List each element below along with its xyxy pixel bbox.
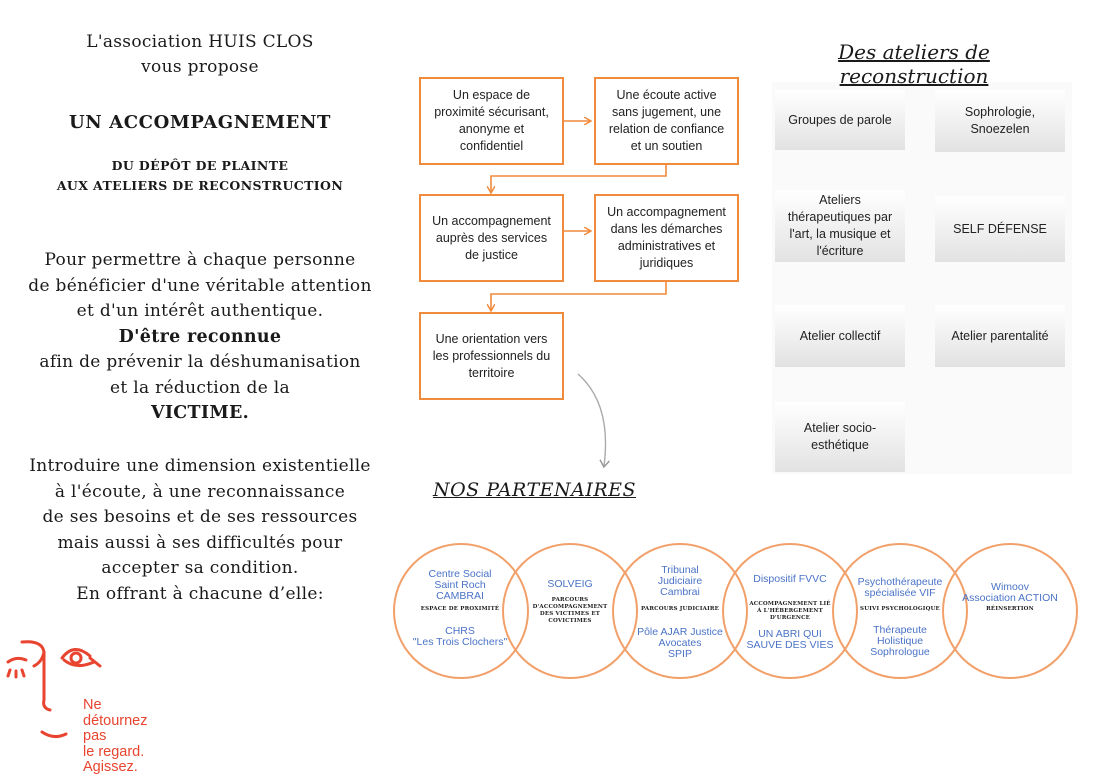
slogan-line: détournez — [83, 712, 148, 729]
partner-3-name-2: Pôle AJAR Justice Avocates SPIP — [637, 626, 723, 660]
partner-5-role: SUIVI PSYCHOLOGIQUE — [860, 606, 940, 612]
sub-title: DU DÉPÔT DE PLAINTE AUX ATELIERS DE RECO… — [0, 156, 400, 196]
partner-2-role: PARCOURS D'ACCOMPAGNEMENT DES VICTIMES E… — [532, 597, 608, 624]
partner-1-name-2: CHRS "Les Trois Clochers" — [412, 625, 508, 648]
face-logo-icon — [6, 640, 102, 739]
logo-slogan: Ne détournez pas le regard. Agissez. — [83, 697, 148, 776]
partner-4-name: Dispositif FVVC — [753, 573, 827, 585]
partner-6-name: Wimoov Association ACTION — [962, 581, 1058, 604]
para2-line: mais aussi à ses difficultés pour — [57, 532, 343, 553]
atelier-therapeutique: Ateliers thérapeutiques par l'art, la mu… — [775, 190, 905, 262]
partner-4-name-2: UN ABRI QUI SAUVE DES VIES — [746, 628, 834, 651]
partner-4-role: ACCOMPAGNEMENT LIÉ À L'HÉBERGEMENT D'URG… — [749, 601, 831, 621]
para1-line: afin de prévenir la déshumanisation — [39, 352, 361, 372]
flow-box-espace: Un espace de proximité sécurisant, anony… — [419, 77, 564, 165]
intro-block: L'association HUIS CLOS vous propose — [0, 30, 400, 80]
atelier-groupes-parole: Groupes de parole — [775, 90, 905, 150]
partner-5-name: Psychothérapeute spécialisée VIF — [857, 576, 943, 599]
slogan-line: pas — [83, 728, 107, 744]
atelier-collectif: Atelier collectif — [775, 305, 905, 367]
para1-line: et la réduction de la — [110, 377, 290, 398]
main-title: UN ACCOMPAGNEMENT — [68, 112, 332, 133]
partner-1-name: Centre Social Saint Roch CAMBRAI — [428, 568, 492, 602]
partner-6-role: RÉINSERTION — [986, 606, 1034, 612]
partner-3-name: Tribunal Judiciaire Cambrai — [657, 564, 703, 598]
para2-line: à l'écoute, à une reconnaissance — [54, 481, 346, 502]
flow-box-justice: Un accompagnement auprès des services de… — [419, 194, 564, 282]
paragraph-purpose: Pour permettre à chaque personne de béné… — [0, 248, 400, 427]
partenaires-title: NOS PARTENAIRES — [432, 479, 637, 501]
slogan-line: Agissez. — [83, 759, 138, 775]
atelier-parentalite: Atelier parentalité — [935, 305, 1065, 367]
partner-circle-6 — [942, 543, 1078, 679]
partner-2-name: SOLVEIG — [547, 578, 593, 590]
partner-1-role: ESPACE DE PROXIMITÉ — [420, 606, 500, 612]
partner-5-name-2: Thérapeute Holistique Sophrologue — [870, 624, 930, 658]
partner-3-role: PARCOURS JUDICIAIRE — [640, 606, 720, 612]
para1-emphasis: D'être reconnue — [118, 326, 282, 347]
intro-line-1: L'association HUIS CLOS — [86, 32, 314, 52]
para1-victime: VICTIME. — [150, 403, 250, 423]
ateliers-title: Des ateliers de reconstruction — [838, 40, 990, 88]
atelier-self-defense: SELF DÉFENSE — [935, 196, 1065, 262]
slogan-line: le regard. — [83, 743, 145, 760]
intro-line-2: vous propose — [141, 57, 259, 77]
sub-title-line-1: DU DÉPÔT DE PLAINTE — [111, 158, 289, 173]
sub-title-line-2: AUX ATELIERS DE RECONSTRUCTION — [56, 178, 344, 193]
flow-box-demarches: Un accompagnement dans les démarches adm… — [594, 194, 739, 282]
para2-line: Introduire une dimension existentielle — [29, 456, 371, 476]
paragraph-dimension: Introduire une dimension existentielle à… — [0, 454, 400, 607]
slogan-line: Ne — [83, 697, 102, 713]
para2-line: En offrant à chacune d’elle: — [76, 583, 324, 604]
para2-line: de ses besoins et de ses ressources — [42, 507, 358, 527]
flow-box-ecoute: Une écoute active sans jugement, une rel… — [594, 77, 739, 165]
atelier-sophrologie: Sophrologie, Snoezelen — [935, 90, 1065, 152]
para2-line: accepter sa condition. — [101, 558, 299, 578]
atelier-socio-esthetique: Atelier socio-esthétique — [775, 402, 905, 472]
para1-line: Pour permettre à chaque personne — [44, 250, 356, 270]
para1-line: de bénéficier d'une véritable attention — [28, 275, 372, 296]
para1-line: et d'un intérêt authentique. — [76, 301, 324, 321]
flow-box-orientation: Une orientation vers les professionnels … — [419, 312, 564, 400]
